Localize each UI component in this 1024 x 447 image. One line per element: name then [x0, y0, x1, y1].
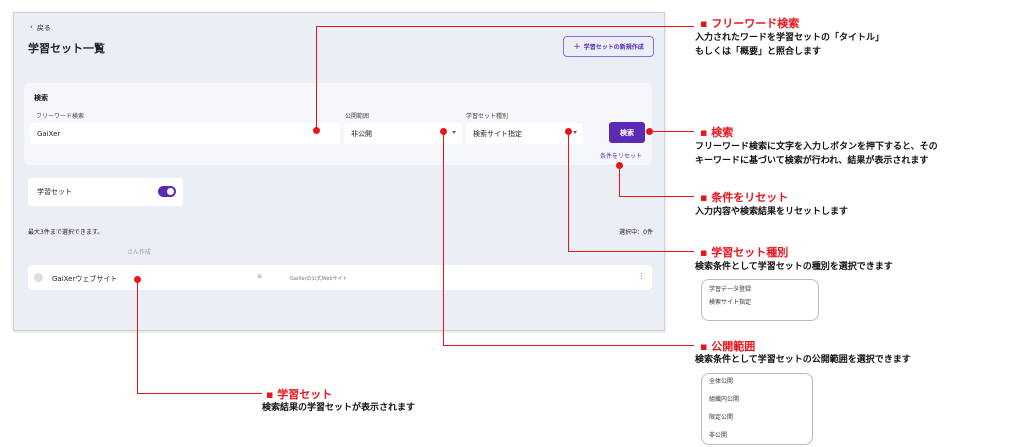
more-options-icon[interactable]: ⋮ [638, 272, 645, 280]
annotation-learning-set-desc: 検索結果の学習セットが表示されます [262, 403, 416, 413]
plus-icon: + [573, 41, 581, 52]
annotation-learning-set-title: ▪ 学習セット [266, 388, 333, 401]
type-label: 学習セット種別 [466, 113, 509, 120]
check-circle-icon[interactable] [34, 273, 43, 282]
caret-down-icon [573, 131, 577, 134]
limit-note: 最大3件まで選択できます。 [28, 229, 104, 236]
page-title: 学習セット一覧 [28, 42, 105, 55]
item-description: GaiXerの公式Webサイト [290, 276, 348, 282]
annotation-type-title: ▪ 学習セット種別 [700, 246, 789, 259]
search-button[interactable]: 検索 [609, 122, 645, 143]
visibility-option: 組織内公開 [709, 396, 740, 403]
selected-count: 選択中：0件 [619, 229, 653, 236]
toggle-label: 学習セット [37, 188, 72, 196]
reset-link[interactable]: 条件をリセット [600, 153, 643, 160]
annotation-freeword-title: ▪ フリーワード検索 [700, 17, 800, 30]
search-heading: 検索 [34, 94, 48, 102]
annotation-type-desc: 検索条件として学習セットの種別を選択できます [695, 262, 893, 272]
learning-set-toggle[interactable] [158, 186, 176, 197]
item-name: GaiXerウェブサイト [52, 275, 118, 283]
annotation-reset-desc: 入力内容や検索結果をリセットします [695, 207, 849, 217]
annotation-visibility-desc: 検索条件として学習セットの公開範囲を選択できます [695, 355, 911, 365]
new-learning-set-button[interactable]: + 学習セットの新規作成 [563, 36, 654, 57]
chevron-left-icon: ‹ [30, 23, 33, 31]
annotation-search-desc: フリーワード検索に文字を入力しボタンを押下すると、そのキーワードに基づいて検索が… [695, 142, 938, 166]
visibility-select[interactable]: 非公開 [344, 123, 462, 144]
list-item[interactable] [28, 265, 652, 290]
back-link[interactable]: ‹ 戻る [30, 23, 51, 32]
toggle-card [28, 178, 183, 206]
visibility-option: 限定公開 [709, 414, 734, 421]
creator-label: さん作成 [127, 249, 152, 256]
visibility-label: 公開範囲 [345, 113, 370, 120]
annotation-visibility-title: ▪ 公開範囲 [700, 340, 756, 353]
caret-down-icon [452, 131, 456, 134]
visibility-option: 非公開 [709, 432, 728, 439]
freeword-input[interactable]: GaiXer [30, 123, 340, 144]
visibility-option: 全体公開 [709, 378, 734, 385]
type-option: 学習データ登録 [709, 286, 752, 293]
type-options-list: 学習データ登録 検索サイト指定 [701, 279, 819, 321]
type-select[interactable]: 検索サイト指定 [466, 123, 583, 144]
annotation-search-title: ▪ 検索 [700, 126, 734, 139]
type-option: 検索サイト指定 [709, 299, 752, 306]
annotation-freeword-desc: 入力されたワードを学習セットの「タイトル」もしくは「概要」と照合します [695, 33, 885, 57]
freeword-label: フリーワード検索 [36, 113, 85, 120]
annotation-reset-title: ▪ 条件をリセット [700, 191, 789, 204]
globe-icon: ⊕ [257, 273, 263, 280]
visibility-options-list: 全体公開 組織内公開 限定公開 非公開 [701, 373, 813, 445]
